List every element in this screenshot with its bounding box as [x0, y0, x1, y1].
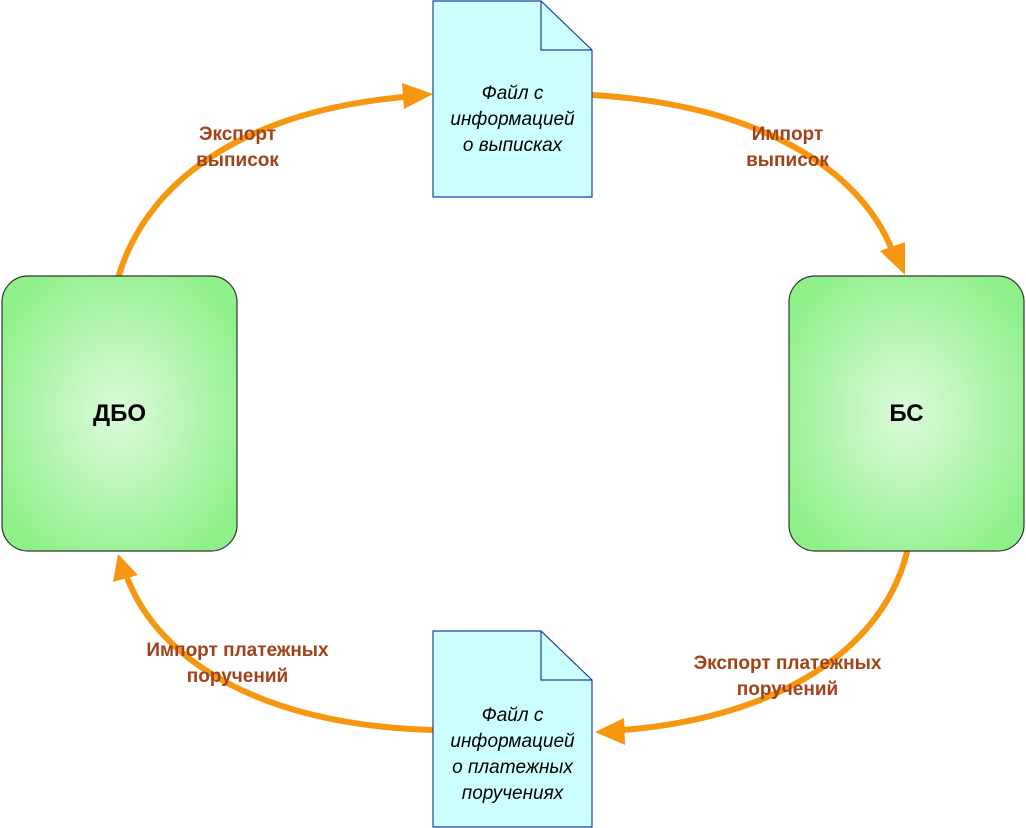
payments-file-label: Файл с информацией о платежных поручения…: [450, 705, 575, 804]
arrow-head-icon: [402, 83, 433, 109]
export-payments-label: Экспорт платежных поручений: [693, 653, 882, 700]
import-statements-label: Импорт выписок: [746, 124, 829, 171]
document-icon: [432, 0, 593, 198]
arrow-import-payments: [125, 577, 436, 733]
export-statements-label: Экспорт выписок: [196, 124, 279, 171]
node-dbo-label: ДБО: [92, 399, 146, 427]
arrow-export-payments: [619, 549, 910, 733]
arrow-export-statements: [115, 94, 407, 281]
statements-file-label: Файл с информацией о выписках: [450, 83, 575, 156]
node-bs-label: БС: [889, 399, 924, 427]
arrow-head-icon: [880, 242, 905, 275]
arrow-import-statements: [589, 92, 895, 253]
import-payments-label: Импорт платежных поручений: [146, 640, 329, 687]
document-icon: [432, 630, 593, 828]
node-bs: [788, 275, 1025, 552]
arrow-head-icon: [595, 718, 625, 745]
node-dbo: [1, 275, 238, 552]
arrow-head-icon: [113, 554, 138, 582]
